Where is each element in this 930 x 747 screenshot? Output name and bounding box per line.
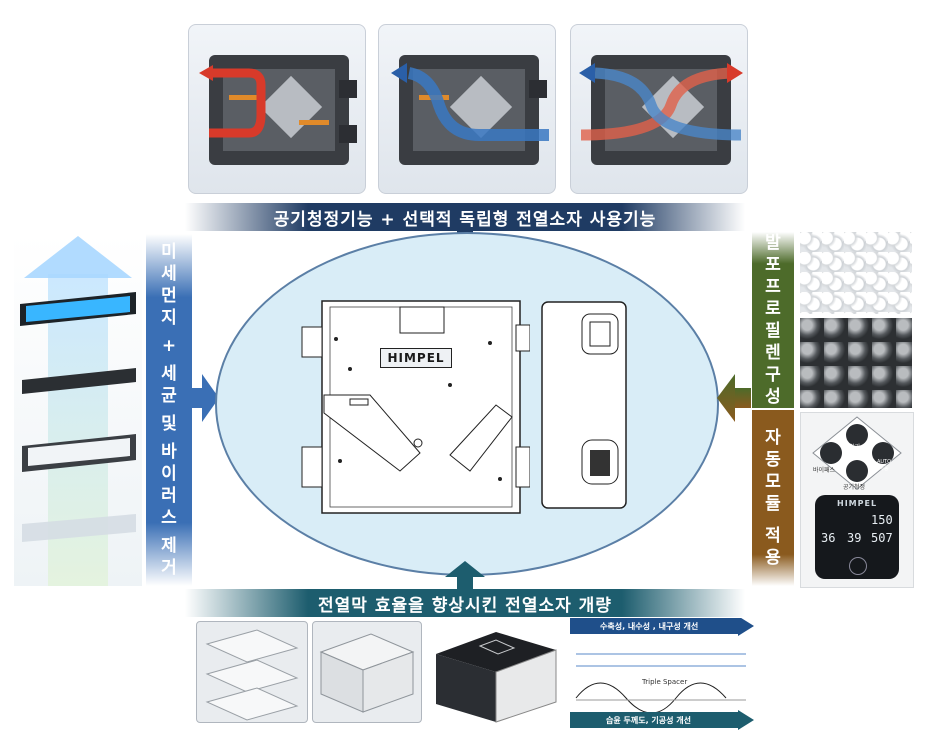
bottom-banner-text: 전열막 효율을 향상시킨 전열소자 개량 (318, 595, 612, 616)
panel-label-ventilation: 환기 (849, 444, 861, 451)
right-arrow-icon (190, 374, 219, 422)
spec-note-bottom: 습윤 두께도, 기공성 개선 (606, 716, 691, 725)
top-banner: 공기청정기능 + 선택적 독립형 전열소자 사용기능 (185, 203, 745, 231)
bottom-banner: 전열막 효율을 향상시킨 전열소자 개량 (185, 589, 745, 617)
gray-beads-image (800, 318, 912, 408)
device-front-drawing (301, 300, 530, 514)
panel-label-bypass: 바이패스 (813, 467, 836, 474)
membrane-stack-image (312, 621, 422, 723)
top-banner-text: 공기청정기능 + 선택적 독립형 전열소자 사용기능 (273, 209, 657, 230)
device-logo: HIMPEL (380, 348, 452, 368)
panel-value-4: 507 (871, 531, 893, 545)
panel-display-logo: HIMPEL (837, 499, 878, 508)
panel-display: HIMPEL 36 39 150 507 (815, 495, 899, 579)
panel-label-purify: 공기청정 (843, 484, 866, 491)
element-specs-panel: 수축성, 내수성 , 내구성 개선 Triple Spacer 습윤 두께도, … (570, 618, 754, 730)
panel-value-2: 39 (847, 531, 862, 545)
panel-label-auto: AUTO 자동 (876, 459, 892, 472)
heat-exchange-element-image (426, 620, 566, 724)
panel-power-button (849, 557, 867, 575)
membrane-sheets-image (196, 621, 308, 723)
spec-note-top: 수축성, 내수성 , 내구성 개선 (600, 622, 699, 631)
spec-note-middle: Triple Spacer (642, 678, 688, 686)
panel-value-1: 36 (821, 531, 836, 545)
control-panel-image: 환기 바이패스 AUTO 자동 공기청정 HIMPEL 36 39 150 50… (800, 412, 914, 588)
airflow-mode-1-image (188, 24, 366, 194)
panel-value-3: 150 (871, 513, 893, 527)
airflow-mode-3-image (570, 24, 748, 194)
white-beads-image (800, 232, 912, 314)
airflow-mode-2-image (378, 24, 556, 194)
left-arrow-icon (717, 374, 751, 422)
up-arrow-icon (445, 561, 485, 590)
filter-stack-image (14, 234, 142, 586)
device-side-drawing (541, 301, 627, 509)
